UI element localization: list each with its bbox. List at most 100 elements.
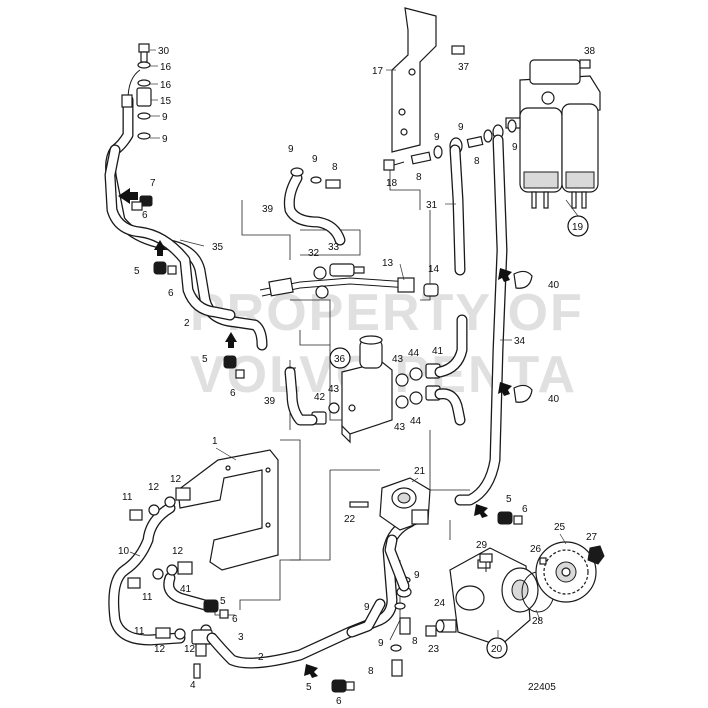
callout-17: 17 xyxy=(372,66,384,77)
callout-7: 7 xyxy=(150,178,156,189)
callout-11: 11 xyxy=(142,592,153,603)
callout-12: 12 xyxy=(184,644,196,655)
callout-2: 2 xyxy=(184,318,190,329)
clamp-5-mid xyxy=(223,332,245,379)
callout-33: 33 xyxy=(328,242,340,253)
callout-44: 44 xyxy=(408,348,420,359)
callout-12: 12 xyxy=(172,546,184,557)
callout-9: 9 xyxy=(434,132,440,143)
callout-6: 6 xyxy=(168,288,174,299)
clip-40-lower xyxy=(498,382,533,403)
callout-5: 5 xyxy=(202,354,208,365)
callout-28: 28 xyxy=(532,616,544,627)
callout-2: 2 xyxy=(258,652,264,663)
drawing-number: 22405 xyxy=(528,682,556,693)
callout-25: 25 xyxy=(554,522,566,533)
pump-banjo-fittings xyxy=(346,534,412,677)
callout-6: 6 xyxy=(232,614,238,625)
callout-35: 35 xyxy=(212,242,224,253)
callout-27: 27 xyxy=(586,532,598,543)
banjo-fitting-stack xyxy=(121,43,152,140)
circled-callout-20-text: 20 xyxy=(491,644,503,655)
watermark-line-1: PROPERTY OF xyxy=(190,284,584,342)
callout-22: 22 xyxy=(344,514,356,525)
clamp-5-right xyxy=(474,504,523,525)
callout-9: 9 xyxy=(312,154,318,165)
callout-40: 40 xyxy=(548,280,560,291)
callout-34: 34 xyxy=(514,336,526,347)
fuel-pipe-34 xyxy=(454,134,508,506)
valve-block-36 xyxy=(341,335,393,444)
callout-5: 5 xyxy=(506,494,512,505)
clamp-5-upper xyxy=(153,240,177,275)
callout-21: 21 xyxy=(414,466,426,477)
callout-11: 11 xyxy=(122,492,133,503)
callout-14: 14 xyxy=(428,264,440,275)
callout-30: 30 xyxy=(158,46,170,57)
callout-1: 1 xyxy=(212,436,218,447)
valve-fittings-left xyxy=(284,366,340,426)
callout-29: 29 xyxy=(476,540,488,551)
callout-8: 8 xyxy=(368,666,374,677)
callout-41: 41 xyxy=(180,584,192,595)
tee-fitting-3 xyxy=(155,624,213,679)
callout-15: 15 xyxy=(160,96,172,107)
bracket-fittings-11-12 xyxy=(127,487,193,589)
clamp-7 xyxy=(118,188,153,211)
callout-9: 9 xyxy=(458,122,464,133)
bracket-17 xyxy=(391,7,465,153)
fuel-pipe-35 xyxy=(104,94,268,351)
o-ring-24 xyxy=(435,619,445,633)
valve-fittings-right xyxy=(395,314,468,426)
callout-9: 9 xyxy=(414,570,420,581)
bolt-18 xyxy=(383,159,405,171)
clamp-5-bottom xyxy=(304,664,355,693)
callout-24: 24 xyxy=(434,598,446,609)
callout-4: 4 xyxy=(190,680,196,691)
callout-labels: 30 16 16 15 9 9 7 6 35 5 6 2 5 6 9 9 8 3… xyxy=(118,46,598,707)
callout-12: 12 xyxy=(154,644,166,655)
callout-42: 42 xyxy=(314,392,326,403)
callout-6: 6 xyxy=(230,388,236,399)
callout-43: 43 xyxy=(394,422,406,433)
callout-8: 8 xyxy=(416,172,422,183)
callout-37: 37 xyxy=(458,62,470,73)
bracket-1 xyxy=(177,449,279,571)
leader-lines xyxy=(129,49,579,638)
callout-13: 13 xyxy=(382,258,394,269)
callout-11: 11 xyxy=(134,626,145,637)
callout-6: 6 xyxy=(142,210,148,221)
callout-31: 31 xyxy=(426,200,438,211)
circled-callouts: 19 36 20 xyxy=(329,215,589,659)
callout-26: 26 xyxy=(530,544,542,555)
callout-16: 16 xyxy=(160,80,172,91)
callout-32: 32 xyxy=(308,248,320,259)
callout-9: 9 xyxy=(288,144,294,155)
fuel-filter-assembly xyxy=(505,59,601,209)
callout-8: 8 xyxy=(332,162,338,173)
callout-23: 23 xyxy=(428,644,440,655)
callout-18: 18 xyxy=(386,178,398,189)
callout-5: 5 xyxy=(134,266,140,277)
circled-callout-36: 36 xyxy=(329,347,351,369)
circled-callout-19: 19 xyxy=(567,215,589,237)
callout-8: 8 xyxy=(474,156,480,167)
nut-27 xyxy=(587,545,605,565)
fitting-32-33 xyxy=(313,263,365,280)
callout-5: 5 xyxy=(306,682,312,693)
callout-39: 39 xyxy=(262,204,274,215)
callout-10: 10 xyxy=(118,546,130,557)
callout-44: 44 xyxy=(410,416,422,427)
fuel-pipe-41 xyxy=(163,572,211,611)
callout-12: 12 xyxy=(170,474,182,485)
callout-43: 43 xyxy=(392,354,404,365)
callout-8: 8 xyxy=(412,636,418,647)
callout-9: 9 xyxy=(162,112,168,123)
callout-5: 5 xyxy=(220,596,226,607)
circled-callout-36-text: 36 xyxy=(334,354,346,365)
fuel-feed-pump-20 xyxy=(425,547,539,647)
gear-25 xyxy=(535,541,597,603)
callout-6: 6 xyxy=(336,696,342,707)
clamp-5-lower-left xyxy=(203,599,229,619)
callout-16: 16 xyxy=(160,62,172,73)
